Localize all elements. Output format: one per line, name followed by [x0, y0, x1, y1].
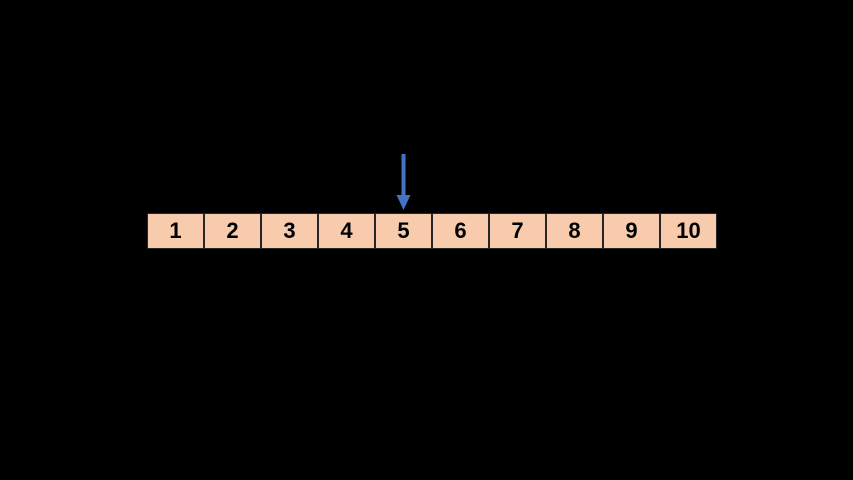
array-cell-2: 2	[204, 213, 261, 249]
array-cell-5: 5	[375, 213, 432, 249]
array-cell-8: 8	[546, 213, 603, 249]
array-cell-9: 9	[603, 213, 660, 249]
array-cell-10: 10	[660, 213, 717, 249]
array-cell-1: 1	[147, 213, 204, 249]
down-arrow-head	[396, 195, 411, 210]
array-cell-7: 7	[489, 213, 546, 249]
array-row: 1 2 3 4 5 6 7 8 9 10	[147, 213, 717, 249]
down-arrow-icon	[396, 154, 411, 210]
array-cell-4: 4	[318, 213, 375, 249]
array-cell-6: 6	[432, 213, 489, 249]
array-cell-3: 3	[261, 213, 318, 249]
